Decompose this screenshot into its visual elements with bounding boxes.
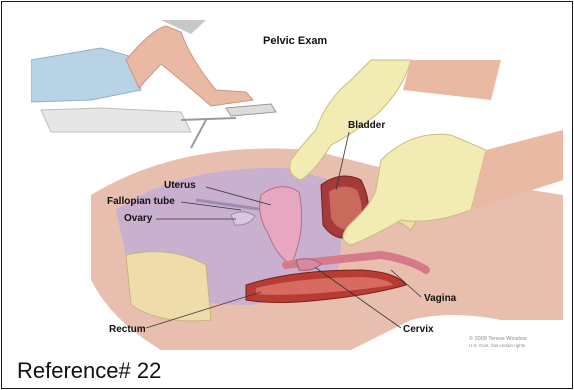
label-bladder: Bladder xyxy=(348,120,385,131)
exam-table xyxy=(41,108,191,132)
patient-leg xyxy=(126,26,253,106)
label-vagina: Vagina xyxy=(424,293,457,304)
upper-arm-skin xyxy=(403,60,501,100)
pelvic-exam-illustration: Pelvic Exam xyxy=(31,20,563,350)
reference-caption: Reference# 22 xyxy=(17,358,161,384)
copyright-line: © 2009 Terese Winslow xyxy=(469,335,527,342)
label-ovary: Ovary xyxy=(124,213,153,224)
label-cervix: Cervix xyxy=(403,324,434,335)
stirrup xyxy=(226,104,276,116)
label-fallopian-tube: Fallopian tube xyxy=(107,196,175,207)
patient-gown xyxy=(31,48,141,102)
diagram-title: Pelvic Exam xyxy=(263,35,327,47)
exam-table-vignette xyxy=(31,20,276,148)
label-uterus: Uterus xyxy=(164,180,196,191)
label-rectum: Rectum xyxy=(109,324,146,335)
copyright-sub-line: U.S. Govt. has certain rights xyxy=(469,343,526,348)
